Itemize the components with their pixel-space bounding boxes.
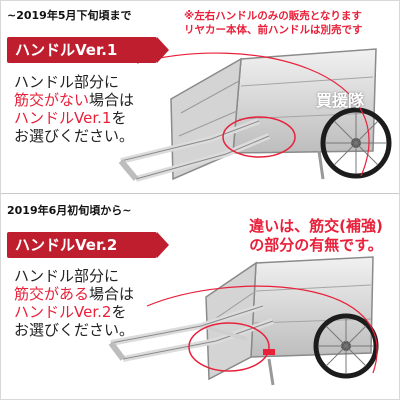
ver2-desc-line1: ハンドル部分に [14, 267, 120, 285]
ver1-tag: ハンドルVer.1 [7, 37, 169, 63]
cart-ver1-image [118, 48, 392, 182]
ver1-desc-line4: お選びください。 [14, 127, 135, 145]
difference-line1: 違いは、筋交(補強) [249, 217, 383, 235]
ver2-description: ハンドル部分に 筋交がある場合は ハンドルVer.2を お選びください。 [14, 267, 134, 339]
ver1-desc-line2: 筋交がない場合は [14, 91, 135, 109]
ver1-desc-line3: ハンドルVer.1を [14, 109, 127, 127]
ver2-desc-line4: お選びください。 [14, 321, 135, 339]
difference-line2: の部分の有無です。 [249, 236, 383, 254]
ver2-tag: ハンドルVer.2 [7, 232, 169, 258]
ver2-desc-line2: 筋交がある場合は [14, 285, 135, 303]
sold-separately-note-line1: ※左右ハンドルのみの販売となります [184, 10, 362, 22]
ver1-tag-label: ハンドルVer.1 [15, 41, 118, 59]
ver2-desc-line3: ハンドルVer.2を [14, 303, 127, 321]
section-divider [1, 193, 399, 194]
sold-separately-note-line2: リヤカー本体、前ハンドルは別売です [184, 24, 363, 36]
ver2-date-label: 2019年6月初旬頃から~ [7, 204, 132, 217]
shop-watermark: 買援隊 [316, 91, 365, 110]
ver2-tag-label: ハンドルVer.2 [15, 236, 118, 254]
ver1-desc-line1: ハンドル部分に [14, 73, 120, 91]
difference-callout: 違いは、筋交(補強) の部分の有無です。 [237, 217, 395, 255]
ver1-description: ハンドル部分に 筋交がない場合は ハンドルVer.1を お選びください。 [14, 73, 134, 145]
cart-ver2-image [108, 256, 379, 386]
ver1-date-label: ~2019年5月下旬頃まで [7, 9, 132, 22]
